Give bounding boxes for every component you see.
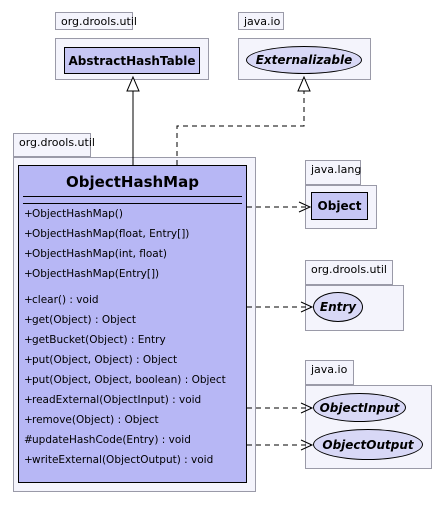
method-row: +writeExternal(ObjectOutput) : void <box>24 454 213 466</box>
constructor-signature: ObjectHashMap() <box>32 208 124 220</box>
package-tab-drools-util-main: org.drools.util <box>13 133 95 157</box>
method-signature: updateHashCode(Entry) : void <box>32 434 191 446</box>
method-separator <box>23 203 242 204</box>
realization-line <box>176 91 305 165</box>
package-tab-java-io-bottom: java.io <box>305 360 354 385</box>
visibility-marker: + <box>24 228 33 240</box>
constructor-row: +ObjectHashMap() <box>24 208 123 220</box>
visibility-marker: + <box>24 414 33 426</box>
interface-entry[interactable]: Entry <box>313 292 363 322</box>
method-signature: get(Object) : Object <box>32 314 137 326</box>
package-tab-drools-util-entry: org.drools.util <box>305 260 393 285</box>
method-signature: put(Object, Object) : Object <box>32 354 178 366</box>
constructor-signature: ObjectHashMap(int, float) <box>32 248 167 260</box>
visibility-marker: + <box>24 208 33 220</box>
method-signature: clear() : void <box>32 294 99 306</box>
visibility-marker: + <box>24 314 33 326</box>
visibility-marker: + <box>24 294 33 306</box>
visibility-marker: + <box>24 454 33 466</box>
constructor-row: +ObjectHashMap(float, Entry[]) <box>24 228 189 240</box>
attribute-separator <box>23 196 242 197</box>
constructor-signature: ObjectHashMap(Entry[]) <box>32 268 160 280</box>
visibility-marker: + <box>24 394 33 406</box>
class-object-hash-map[interactable]: ObjectHashMap +ObjectHashMap() +ObjectHa… <box>18 165 247 483</box>
method-row: #updateHashCode(Entry) : void <box>24 434 191 446</box>
dependency-arrowhead-object-output <box>300 439 314 451</box>
visibility-marker: # <box>24 434 33 446</box>
interface-externalizable[interactable]: Externalizable <box>246 46 362 74</box>
method-signature: getBucket(Object) : Entry <box>32 334 166 346</box>
visibility-marker: + <box>24 334 33 346</box>
visibility-marker: + <box>24 248 33 260</box>
realization-arrowhead <box>297 75 311 92</box>
visibility-marker: + <box>24 268 33 280</box>
class-abstract-hash-table[interactable]: AbstractHashTable <box>64 47 200 74</box>
visibility-marker: + <box>24 354 33 366</box>
constructor-signature: ObjectHashMap(float, Entry[]) <box>32 228 190 240</box>
method-row: +put(Object, Object) : Object <box>24 354 177 366</box>
class-object[interactable]: Object <box>311 192 368 220</box>
method-row: +remove(Object) : Object <box>24 414 159 426</box>
visibility-marker: + <box>24 374 33 386</box>
method-row: +put(Object, Object, boolean) : Object <box>24 374 226 386</box>
method-row: +get(Object) : Object <box>24 314 136 326</box>
inheritance-arrowhead <box>126 75 140 92</box>
constructor-row: +ObjectHashMap(Entry[]) <box>24 268 159 280</box>
method-signature: remove(Object) : Object <box>32 414 159 426</box>
method-row: +getBucket(Object) : Entry <box>24 334 166 346</box>
class-name: ObjectHashMap <box>66 173 199 191</box>
dependency-arrowhead-object-input <box>300 402 314 414</box>
package-tab-drools-util-top: org.drools.util <box>55 12 137 30</box>
package-tab-java-lang: java.lang <box>305 160 361 185</box>
method-signature: readExternal(ObjectInput) : void <box>32 394 202 406</box>
method-signature: writeExternal(ObjectOutput) : void <box>32 454 214 466</box>
constructor-row: +ObjectHashMap(int, float) <box>24 248 167 260</box>
interface-object-input[interactable]: ObjectInput <box>313 393 406 422</box>
dependency-arrowhead-object <box>298 201 312 213</box>
dependency-arrowhead-entry <box>300 301 314 313</box>
method-row: +clear() : void <box>24 294 99 306</box>
method-signature: put(Object, Object, boolean) : Object <box>32 374 226 386</box>
method-row: +readExternal(ObjectInput) : void <box>24 394 201 406</box>
package-tab-java-io-top: java.io <box>238 12 284 30</box>
interface-object-output[interactable]: ObjectOutput <box>313 429 423 460</box>
